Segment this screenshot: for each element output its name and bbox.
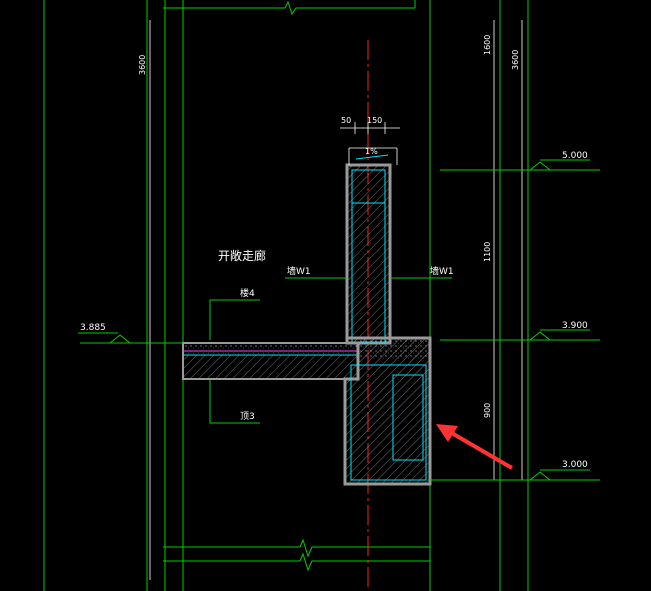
level-lines [78,159,600,481]
leader-lines [164,0,452,591]
parapet-wall [345,147,398,345]
dimension-top-right: 150 [367,116,382,125]
edge-beam [343,336,432,486]
callout-wall-right: 墙W1 [430,265,454,277]
bottom-break-lines [163,538,430,572]
dimension-right-top: 1600 [483,35,492,55]
dimension-right-mid: 1100 [483,242,492,262]
drawing-title: 开敞走廊 [218,248,266,263]
callout-floor: 楼4 [240,287,255,299]
floor-slab [182,342,359,380]
highlight-arrow [436,424,514,470]
elevation-left: 3.885 [80,323,106,333]
slope-label: 1% [365,147,378,156]
dimension-right-outer: 3600 [511,50,520,70]
dimension-top-left: 50 [341,116,351,125]
callout-ceiling: 顶3 [240,411,255,422]
dimension-left-vertical: 3600 [138,55,147,75]
top-break-lines [163,0,415,16]
elevation-right-mid: 3.900 [562,321,588,331]
callout-wall-left: 墙W1 [287,265,311,277]
elevation-right-top: 5.000 [562,151,588,161]
elevation-right-bottom: 3.000 [562,460,588,470]
grid-lines [43,0,529,591]
dimension-lines [149,20,523,580]
dimension-right-low: 900 [483,403,492,418]
